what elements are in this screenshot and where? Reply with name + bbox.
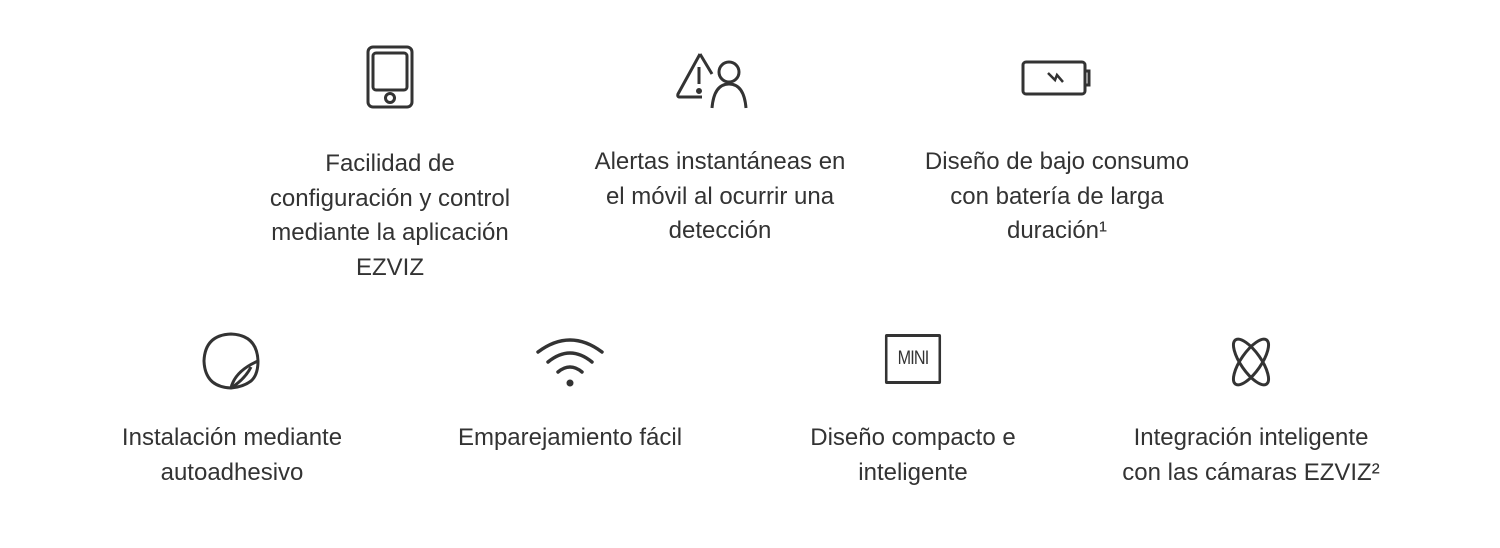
battery-charging-icon <box>1021 59 1093 97</box>
alert-person-icon <box>674 50 766 110</box>
feature-label: Integración inteligente con las cámaras … <box>1122 424 1380 486</box>
feature-label: Alertas instantáneas en el móvil al ocur… <box>594 148 846 244</box>
orbit-icon <box>1223 334 1279 390</box>
mini-badge-icon: MINI <box>880 334 946 384</box>
feature-label: Diseño compacto e inteligente <box>810 424 1016 486</box>
feature-label: Facilidad de configuración y control med… <box>269 150 511 281</box>
feature-label: Instalación mediante autoadhesivo <box>121 424 343 486</box>
wifi-icon <box>534 334 606 388</box>
sticker-icon <box>201 331 263 391</box>
feature-label: Emparejamiento fácil <box>457 424 683 451</box>
feature-label: Diseño de bajo consumo con batería de la… <box>924 148 1190 244</box>
mini-badge-text: MINI <box>884 334 942 384</box>
smartphone-icon <box>365 44 415 110</box>
